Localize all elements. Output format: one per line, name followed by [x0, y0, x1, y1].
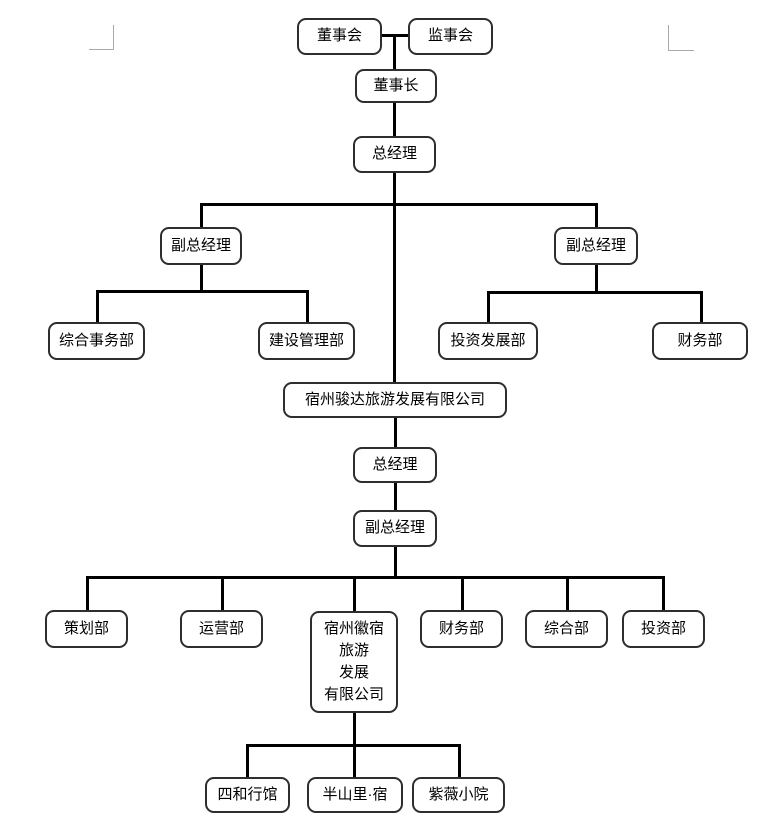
- connector-line: [394, 418, 397, 447]
- node-label: 投资部: [640, 619, 686, 637]
- node-label: 董事长: [373, 76, 419, 94]
- node-investment-dept[interactable]: 投资部: [622, 610, 705, 648]
- node-operations-dept[interactable]: 运营部: [180, 610, 263, 648]
- node-deputy-gm-right[interactable]: 副总经理: [554, 227, 638, 265]
- node-label: 副总经理: [170, 236, 231, 254]
- node-label: 副总经理: [565, 236, 626, 254]
- node-general-affairs-dept[interactable]: 综合事务部: [48, 322, 145, 360]
- node-general-dept[interactable]: 综合部: [525, 610, 608, 648]
- connector-line: [382, 34, 408, 37]
- node-label: 财务部: [438, 619, 484, 637]
- page-margin-mark-top-right: [668, 25, 694, 51]
- connector-line: [394, 547, 397, 578]
- node-label: 财务部: [677, 331, 723, 349]
- node-label: 半山里·宿: [322, 785, 388, 803]
- node-general-manager-2[interactable]: 总经理: [353, 447, 437, 483]
- connector-line: [458, 746, 461, 777]
- connector-line: [246, 744, 461, 747]
- node-label: 总经理: [372, 455, 418, 473]
- node-label: 策划部: [63, 619, 109, 637]
- node-label: 监事会: [427, 27, 473, 45]
- node-sihe-guesthouse[interactable]: 四和行馆: [205, 777, 290, 813]
- page-margin-mark-top-left: [89, 25, 114, 50]
- node-label: 四和行馆: [217, 785, 278, 803]
- node-label: 运营部: [198, 619, 244, 637]
- connector-line: [353, 578, 356, 611]
- connector-line: [595, 205, 598, 227]
- node-investment-dev-dept[interactable]: 投资发展部: [438, 322, 538, 360]
- node-label: 总经理: [371, 145, 417, 163]
- connector-line: [595, 265, 598, 292]
- connector-line: [306, 290, 309, 322]
- node-ziwei-courtyard[interactable]: 紫薇小院: [412, 777, 505, 813]
- node-label: 宿州骏达旅游发展有限公司: [304, 390, 485, 408]
- node-board[interactable]: 董事会: [297, 18, 382, 55]
- connector-line: [394, 483, 397, 510]
- node-label: 宿州徽宿 旅游 发展 有限公司: [323, 620, 384, 703]
- node-finance-dept-lower[interactable]: 财务部: [420, 610, 503, 648]
- node-banshanli-su[interactable]: 半山里·宿: [307, 777, 403, 813]
- node-construction-mgmt-dept[interactable]: 建设管理部: [258, 322, 355, 360]
- connector-line: [393, 36, 396, 69]
- connector-line: [393, 173, 396, 205]
- connector-line: [86, 576, 665, 579]
- connector-line: [566, 578, 569, 610]
- connector-line: [200, 265, 203, 292]
- node-label: 董事会: [316, 27, 362, 45]
- node-chairman[interactable]: 董事长: [355, 69, 437, 103]
- connector-line: [487, 291, 703, 294]
- connector-line: [662, 578, 665, 610]
- connector-line: [461, 578, 464, 610]
- node-label: 综合事务部: [58, 331, 134, 349]
- connector-line: [221, 578, 224, 610]
- node-label: 投资发展部: [450, 331, 526, 349]
- node-huisu-company[interactable]: 宿州徽宿 旅游 发展 有限公司: [310, 611, 398, 713]
- connector-line: [393, 205, 396, 382]
- node-junda-company[interactable]: 宿州骏达旅游发展有限公司: [283, 382, 507, 418]
- connector-line: [200, 203, 598, 206]
- node-planning-dept[interactable]: 策划部: [45, 610, 128, 648]
- connector-line: [246, 746, 249, 777]
- connector-line: [96, 290, 309, 293]
- node-supervisory-board[interactable]: 监事会: [408, 18, 493, 55]
- connector-line: [353, 713, 356, 746]
- connector-line: [353, 746, 356, 777]
- connector-line: [96, 290, 99, 322]
- node-finance-dept-upper[interactable]: 财务部: [652, 322, 748, 360]
- node-general-manager-1[interactable]: 总经理: [353, 136, 436, 173]
- node-label: 建设管理部: [268, 331, 344, 349]
- connector-line: [393, 103, 396, 136]
- node-label: 综合部: [543, 619, 589, 637]
- node-deputy-gm-2[interactable]: 副总经理: [353, 510, 437, 547]
- node-label: 紫薇小院: [428, 785, 489, 803]
- connector-line: [700, 291, 703, 322]
- node-label: 副总经理: [364, 519, 425, 537]
- connector-line: [86, 578, 89, 610]
- node-deputy-gm-left[interactable]: 副总经理: [160, 227, 242, 265]
- connector-line: [487, 291, 490, 322]
- connector-line: [200, 205, 203, 227]
